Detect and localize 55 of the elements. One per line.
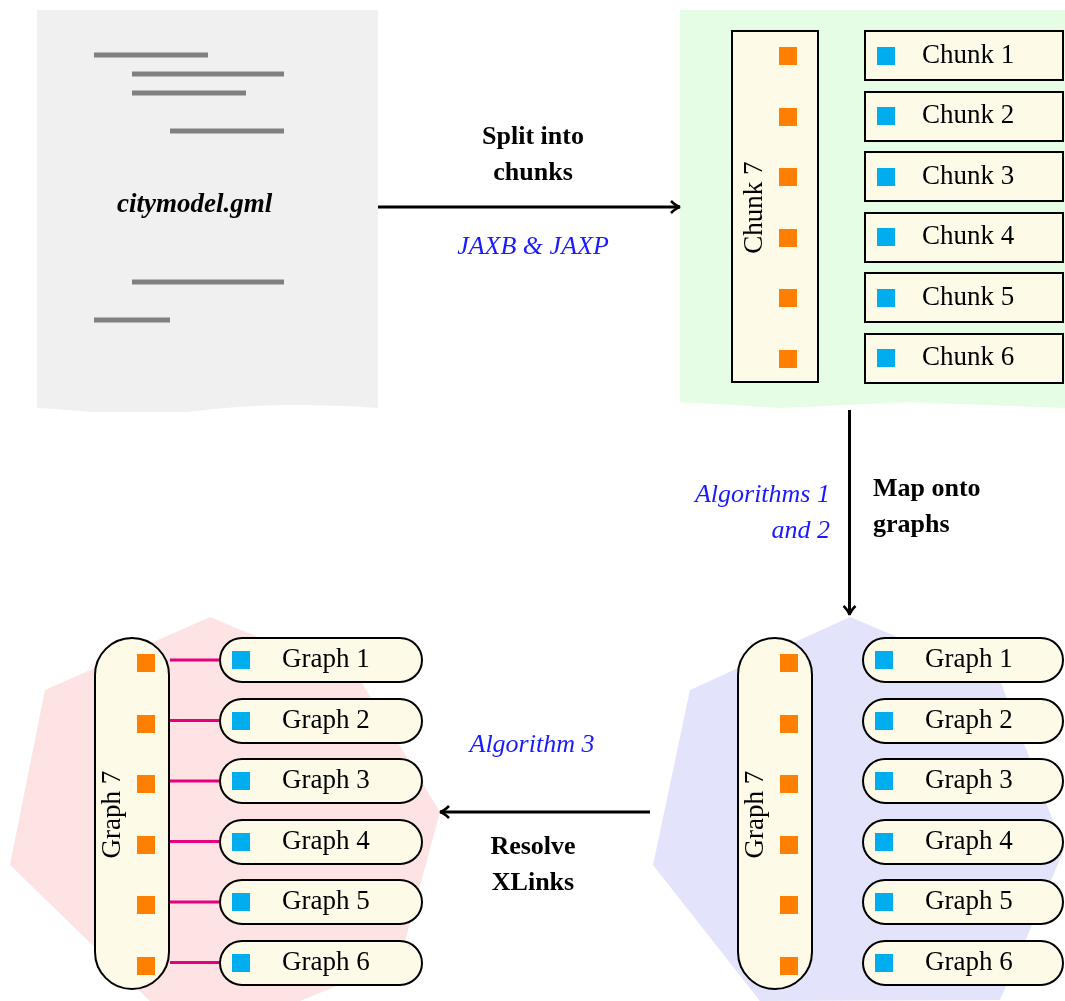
chunk-box: [864, 211, 1064, 263]
box-label: Graph 6: [925, 945, 1013, 977]
graph-box: [219, 818, 423, 865]
graph-box: [219, 758, 423, 804]
edge-label: Split into chunks: [481, 120, 585, 188]
graph-box: [219, 637, 423, 683]
file-name: citymodel.gml: [117, 188, 273, 219]
method-note: Algorithm 3: [467, 728, 596, 760]
box-label: Graph 5: [282, 885, 370, 916]
box-label: Graph 4: [282, 824, 370, 856]
chunk-box: [731, 30, 819, 383]
box-label: Chunk 5: [922, 280, 1015, 312]
graph-box: [219, 697, 423, 744]
box-label: Chunk 4: [922, 220, 1015, 251]
graph-box: [94, 637, 170, 990]
graph-box: [862, 697, 1064, 744]
box-label: Chunk 2: [922, 99, 1015, 130]
connector-line: [170, 900, 219, 904]
box-label: Graph 6: [282, 945, 370, 977]
connector-line: [170, 961, 219, 964]
box-label: Graph 2: [925, 703, 1013, 735]
graph-box: [862, 939, 1064, 986]
box-label: Graph 3: [282, 764, 370, 795]
connector-line: [170, 779, 219, 783]
box-label: Graph 4: [925, 824, 1013, 856]
graph-box: [737, 637, 813, 990]
graph-box: [219, 939, 423, 986]
connector-line: [170, 719, 219, 722]
chunk-box: [864, 151, 1064, 202]
chunk-box: [864, 272, 1064, 323]
graph-box: [219, 879, 423, 925]
box-label: Graph 2: [282, 703, 370, 735]
graph-box: [862, 758, 1064, 804]
method-note: JAXB & JAXP: [456, 230, 610, 262]
graph-box: [862, 879, 1064, 925]
box-label: Graph 1: [282, 643, 370, 674]
box-label: Graph 5: [925, 885, 1013, 916]
box-label: Chunk 6: [922, 341, 1015, 372]
box-label: Graph 1: [925, 643, 1013, 674]
box-label: Chunk 1: [922, 38, 1015, 70]
chunk-box: [864, 332, 1064, 384]
box-label: Chunk 7: [737, 159, 769, 256]
connector-line: [170, 840, 219, 843]
chunk-box: [864, 90, 1064, 142]
edge-label: Resolve XLinks: [489, 830, 577, 898]
graph-box: [862, 637, 1064, 683]
method-note: Algorithms 1 and 2: [692, 478, 830, 546]
box-label: Graph 7: [738, 769, 770, 860]
graph-box: [862, 818, 1064, 865]
box-label: Chunk 3: [922, 159, 1015, 191]
edge-label: Map onto graphs: [873, 472, 982, 540]
box-label: Graph 7: [95, 769, 127, 860]
connector-line: [170, 658, 219, 662]
chunk-box: [864, 30, 1064, 81]
box-label: Graph 3: [925, 764, 1013, 795]
